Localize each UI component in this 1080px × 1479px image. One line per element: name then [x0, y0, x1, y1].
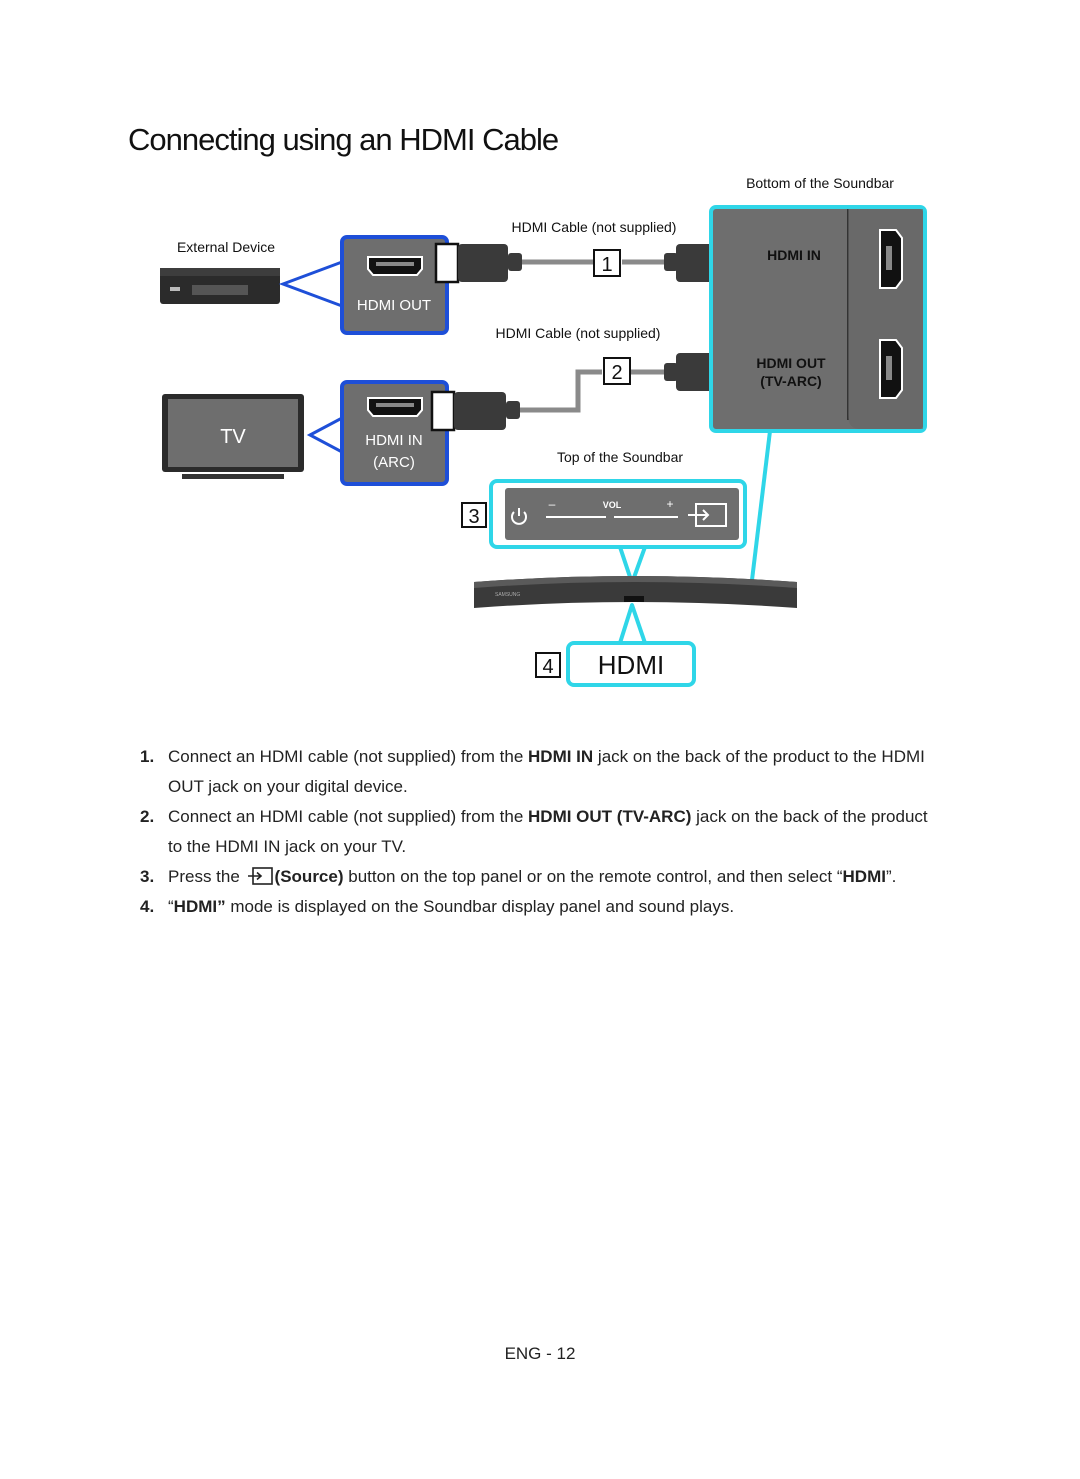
step-text: button on the top panel or on the remote…	[343, 867, 843, 886]
vol-minus-label: –	[549, 497, 556, 511]
soundbar-hdmi-out-label: HDMI OUT	[756, 355, 826, 371]
tv-hdmi-in-port: HDMI IN (ARC)	[340, 380, 449, 486]
step-text: jack on the back of the product to the H…	[168, 807, 928, 856]
tv-label: TV	[220, 426, 246, 448]
source-icon	[247, 867, 273, 885]
soundbar-hdmi-in-label: HDMI IN	[767, 247, 821, 263]
display-text: HDMI	[598, 650, 664, 680]
step-text: Connect an HDMI cable (not supplied) fro…	[168, 807, 529, 826]
soundbar-image: SAMSUNG	[474, 576, 797, 608]
step-item: 2. Connect an HDMI cable (not supplied) f…	[140, 802, 940, 862]
step-number: 4.	[140, 897, 155, 916]
callout-pointer-display	[618, 603, 647, 645]
callout-4-badge: 4	[535, 652, 561, 678]
callout-1-badge: 1	[593, 249, 621, 277]
page-footer: ENG - 12	[504, 1344, 576, 1363]
step-text: jack on the back of the product to the H…	[168, 747, 925, 796]
step-item: 3. Press the (Source) button on the top p…	[140, 862, 940, 892]
callout-pointer-device	[278, 259, 344, 309]
step-bold: HDMI”	[173, 897, 226, 916]
callout-line-bottom	[750, 430, 772, 581]
step-text: Press the	[168, 867, 245, 886]
callout-1-label: 1	[601, 254, 612, 276]
callout-pointer-top	[618, 545, 647, 585]
instruction-steps: 1. Connect an HDMI cable (not supplied) f…	[140, 742, 940, 922]
hdmi-cable-1	[434, 242, 750, 284]
external-device-label: External Device	[177, 239, 275, 255]
step-bold: (Source)	[274, 867, 344, 886]
step-text: Connect an HDMI cable (not supplied) fro…	[168, 747, 529, 766]
step-bold: HDMI OUT (TV-ARC)	[528, 807, 692, 826]
callout-2-label: 2	[611, 362, 622, 384]
tv-arc-label: (ARC)	[373, 454, 415, 471]
step-number: 2.	[140, 807, 155, 826]
top-of-soundbar-label: Top of the Soundbar	[557, 449, 683, 465]
step-item: 1. Connect an HDMI cable (not supplied) f…	[140, 742, 940, 802]
cable1-label: HDMI Cable (not supplied)	[512, 219, 677, 235]
vol-label: VOL	[603, 500, 622, 510]
external-device-icon	[160, 268, 280, 304]
bottom-of-soundbar-label: Bottom of the Soundbar	[746, 175, 894, 191]
cable2-label: HDMI Cable (not supplied)	[496, 325, 661, 341]
step-bold: HDMI	[842, 867, 886, 886]
callout-3-label: 3	[468, 506, 479, 528]
connection-diagram: Bottom of the Soundbar HDMI Cable (not s…	[160, 175, 927, 687]
soundbar-top-panel: – VOL +	[489, 479, 747, 549]
step-number: 1.	[140, 747, 155, 766]
step-number: 3.	[140, 867, 155, 886]
step-text: ”.	[885, 867, 897, 886]
device-hdmi-out-label: HDMI OUT	[357, 297, 431, 314]
callout-4-label: 4	[542, 656, 553, 678]
power-icon	[511, 508, 527, 525]
display-panel: HDMI	[566, 641, 696, 687]
callout-3-badge: 3	[461, 502, 487, 528]
step-bold: HDMI IN	[528, 747, 594, 766]
tv-hdmi-in-label: HDMI IN	[365, 432, 423, 449]
step-text: “	[168, 897, 174, 916]
soundbar-bottom-panel: HDMI IN HDMI OUT (TV-ARC)	[709, 205, 927, 433]
page-title: Connecting using an HDMI Cable	[128, 122, 559, 157]
callout-2-badge: 2	[603, 357, 631, 385]
callout-pointer-tv	[306, 415, 344, 455]
device-hdmi-out-port: HDMI OUT	[340, 235, 449, 335]
step-item: 4. “HDMI” mode is displayed on the Soundb…	[140, 892, 940, 922]
step-text: mode is displayed on the Soundbar displa…	[225, 897, 735, 916]
hdmi-cable-2	[430, 351, 750, 432]
soundbar-brand-text: SAMSUNG	[495, 592, 520, 598]
tv-icon: TV	[162, 394, 304, 479]
source-icon	[688, 503, 727, 527]
soundbar-tv-arc-label: (TV-ARC)	[760, 373, 821, 389]
vol-plus-label: +	[666, 497, 673, 511]
